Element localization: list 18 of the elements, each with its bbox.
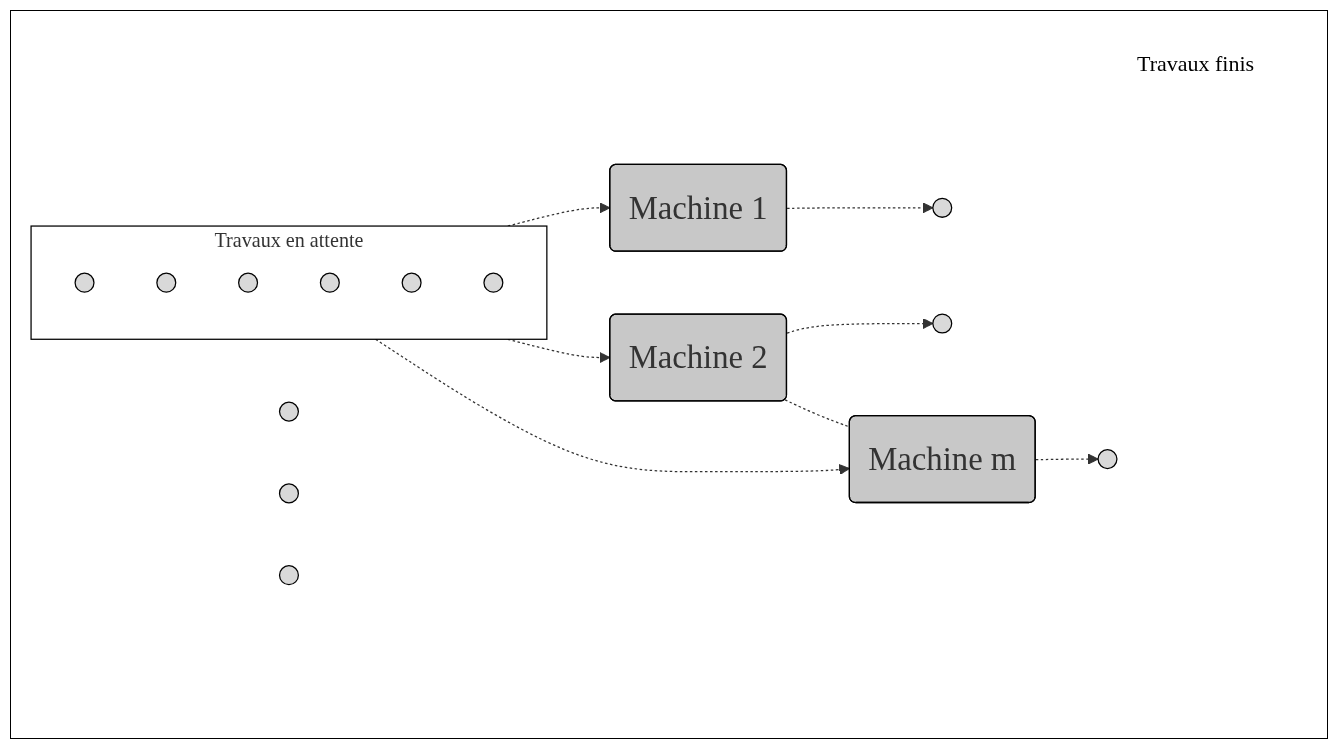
node-circle	[278, 565, 299, 586]
node-circle	[932, 313, 953, 334]
node-circle	[401, 272, 422, 293]
node-circle	[483, 272, 504, 293]
node-circle	[238, 272, 259, 293]
arrow	[1035, 453, 1099, 465]
arrow	[786, 202, 934, 214]
node-circle	[156, 272, 177, 293]
node-circle	[932, 197, 953, 218]
node-circle	[319, 272, 340, 293]
label-text: Travaux finis	[1137, 51, 1256, 77]
node-circle	[278, 483, 299, 504]
arrow	[786, 318, 934, 334]
node-circle	[74, 272, 95, 293]
arrow	[375, 338, 850, 475]
node-circle	[278, 401, 299, 422]
cluster: Travaux en attente	[30, 225, 548, 340]
node-circle	[1097, 449, 1118, 470]
